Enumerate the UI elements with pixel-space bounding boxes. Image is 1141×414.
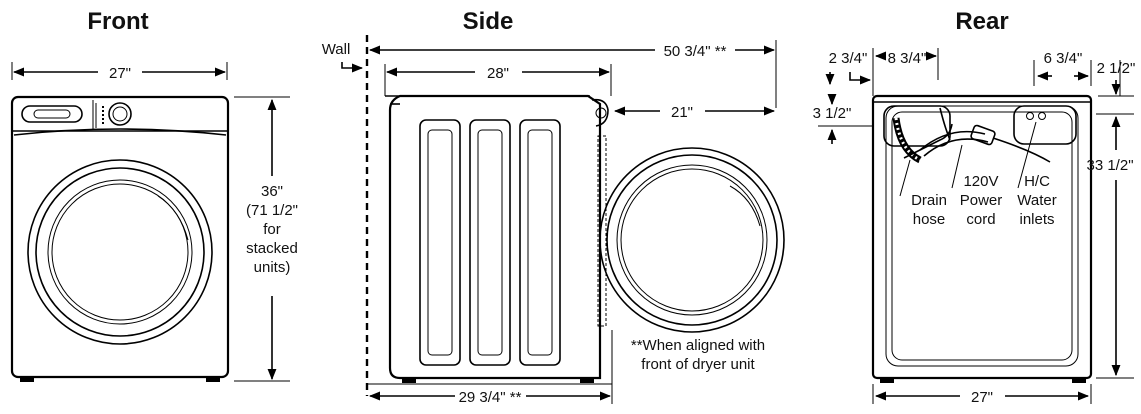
washer-side-cabinet [388, 94, 602, 380]
drain-recess [883, 105, 951, 147]
drain-hose-label-2: hose [913, 211, 946, 228]
side-panels [419, 119, 561, 366]
detergent-drawer [21, 105, 83, 123]
front-title: Front [87, 8, 148, 35]
side-view: Wall 50 3/4" ** 28" 21" [322, 35, 785, 406]
rear-right-offset-label: 2 1/2" [1097, 60, 1136, 77]
front-units-label: units) [254, 259, 291, 276]
power-cord-label-3: cord [966, 211, 995, 228]
water-inlet-label-3: inlets [1019, 211, 1054, 228]
drain-hose-label-1: Drain [911, 192, 947, 209]
rear-title: Rear [955, 8, 1008, 35]
front-stacked-height-label: (71 1/2" [246, 202, 298, 219]
front-stacked-label: stacked [246, 240, 298, 257]
front-width-label: 27" [109, 65, 131, 82]
front-height-label: 36" [261, 183, 283, 200]
washer-rear-cabinet [871, 94, 1093, 380]
control-indicators [102, 106, 104, 124]
power-cord-label-2: Power [960, 192, 1003, 209]
side-title: Side [463, 8, 514, 35]
water-inlet-label-1: H/C [1024, 173, 1050, 190]
hot-inlet [1026, 112, 1034, 120]
rear-inlet-height-label: 33 1/2" [1086, 157, 1133, 174]
rear-drain-offset-label: 8 3/4" [888, 50, 927, 67]
depth-label: 28" [487, 65, 509, 82]
rear-top-offset-label: 3 1/2" [813, 105, 852, 122]
front-view: 27" 36" (71 1/2 [10, 62, 298, 382]
control-knob [108, 102, 132, 126]
base-depth-label: 29 3/4" ** [459, 389, 522, 406]
water-inlet-label-2: Water [1017, 192, 1056, 209]
power-cord [919, 107, 1051, 163]
overall-depth-label: 50 3/4" ** [664, 43, 727, 60]
footnote-line-1: **When aligned with [631, 337, 765, 354]
rear-left-offset-label: 2 3/4" [829, 50, 868, 67]
front-door [27, 159, 213, 345]
door-clearance-label: 21" [671, 104, 693, 121]
wall-label: Wall [322, 41, 351, 58]
washer-front-cabinet [10, 95, 230, 379]
cold-inlet [1038, 112, 1046, 120]
power-cord-label-1: 120V [963, 173, 998, 190]
footnote-line-2: front of dryer unit [641, 356, 755, 373]
rear-inlet-offset-label: 6 3/4" [1044, 50, 1083, 67]
rear-view: 2 3/4" 8 3/4" 6 3/4" 2 1/2" 3 1/2" [813, 48, 1136, 406]
open-door [599, 147, 785, 333]
front-for-label: for [263, 221, 281, 238]
drain-hose [892, 117, 953, 164]
water-inlet-recess [1013, 105, 1077, 145]
rear-width-label: 27" [971, 389, 993, 406]
